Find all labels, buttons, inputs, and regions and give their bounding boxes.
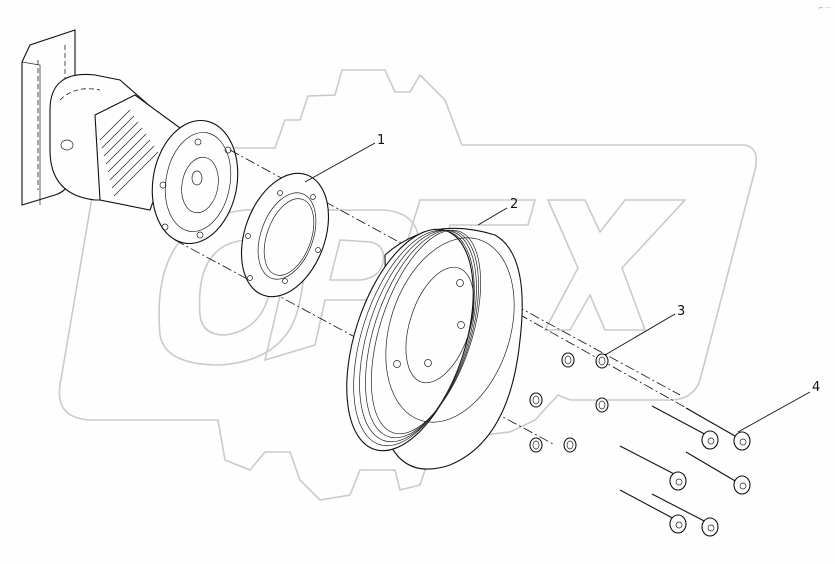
callout-1: 1	[377, 133, 386, 148]
part-4-bolts	[619, 405, 751, 537]
leader-lines	[304, 142, 811, 433]
callout-2: 2	[510, 197, 519, 212]
part-1-flange-plate	[240, 172, 330, 298]
corner-mark: ⌐ ···	[818, 5, 831, 12]
part-2-pulley	[346, 227, 523, 470]
crankshaft-assembly	[21, 29, 239, 245]
part-3-washers	[529, 352, 609, 453]
callout-3: 3	[677, 304, 686, 319]
callout-4: 4	[812, 380, 821, 395]
